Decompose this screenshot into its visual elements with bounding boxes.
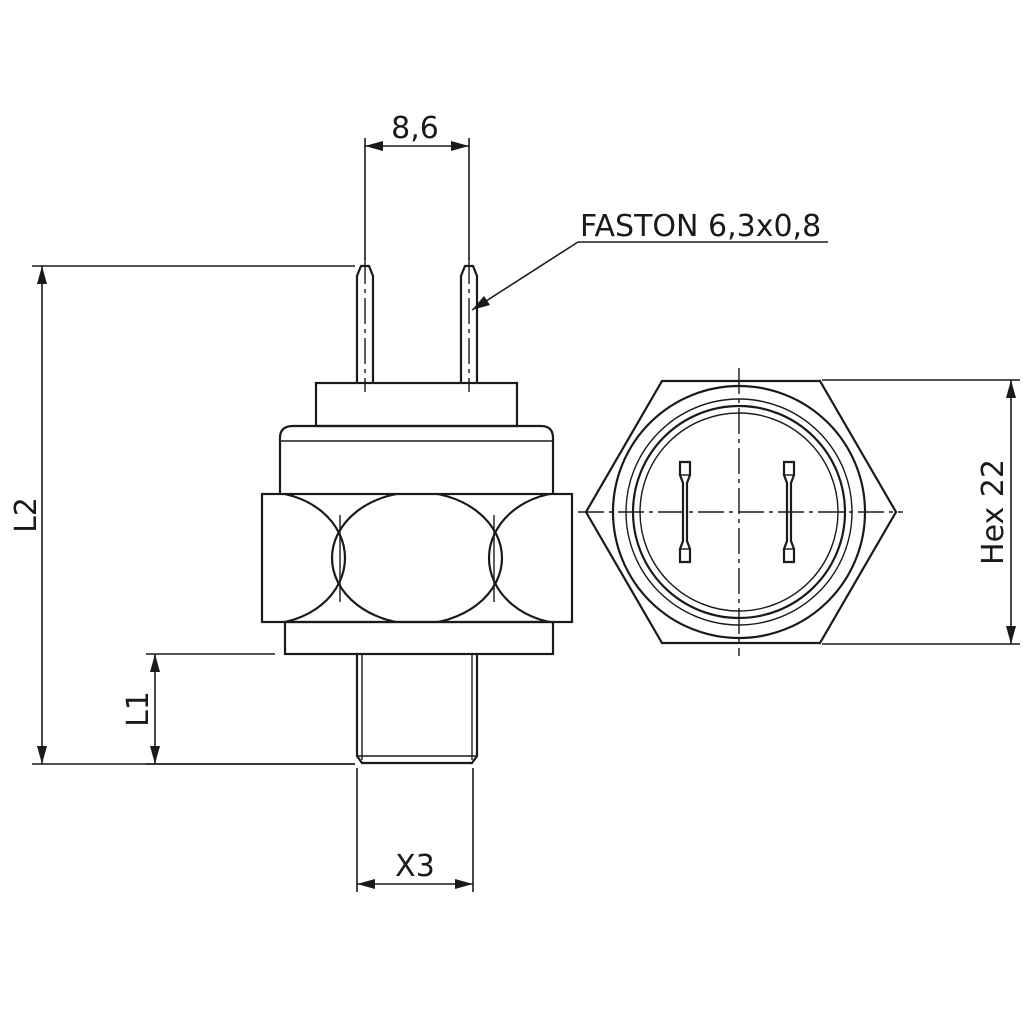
top-view [578, 368, 903, 656]
washer-flange [283, 620, 555, 656]
threaded-stem [355, 654, 479, 765]
terminal-blade-right [782, 460, 796, 564]
thread-length-label: L1 [121, 691, 156, 727]
dimension-hex-size: Hex 22 [822, 379, 1020, 645]
dimension-overall-length: L2 [9, 265, 355, 765]
terminal-blade-left [678, 460, 692, 564]
side-view [260, 258, 574, 765]
overall-length-label: L2 [9, 497, 44, 533]
faston-pin-left [355, 258, 375, 392]
dimension-thread-size: X3 [356, 768, 474, 892]
thread-size-label: X3 [395, 849, 435, 884]
dimension-pin-spacing: 8,6 [364, 111, 470, 260]
switch-body [278, 424, 555, 495]
connector-block [314, 381, 519, 428]
faston-pin-right [459, 258, 479, 392]
pin-spacing-label: 8,6 [391, 111, 439, 146]
hex-size-label: Hex 22 [976, 459, 1011, 565]
dimension-thread-length: L1 [121, 653, 355, 765]
terminal-callout: FASTON 6,3x0,8 [471, 209, 828, 311]
terminal-label: FASTON 6,3x0,8 [580, 209, 821, 244]
